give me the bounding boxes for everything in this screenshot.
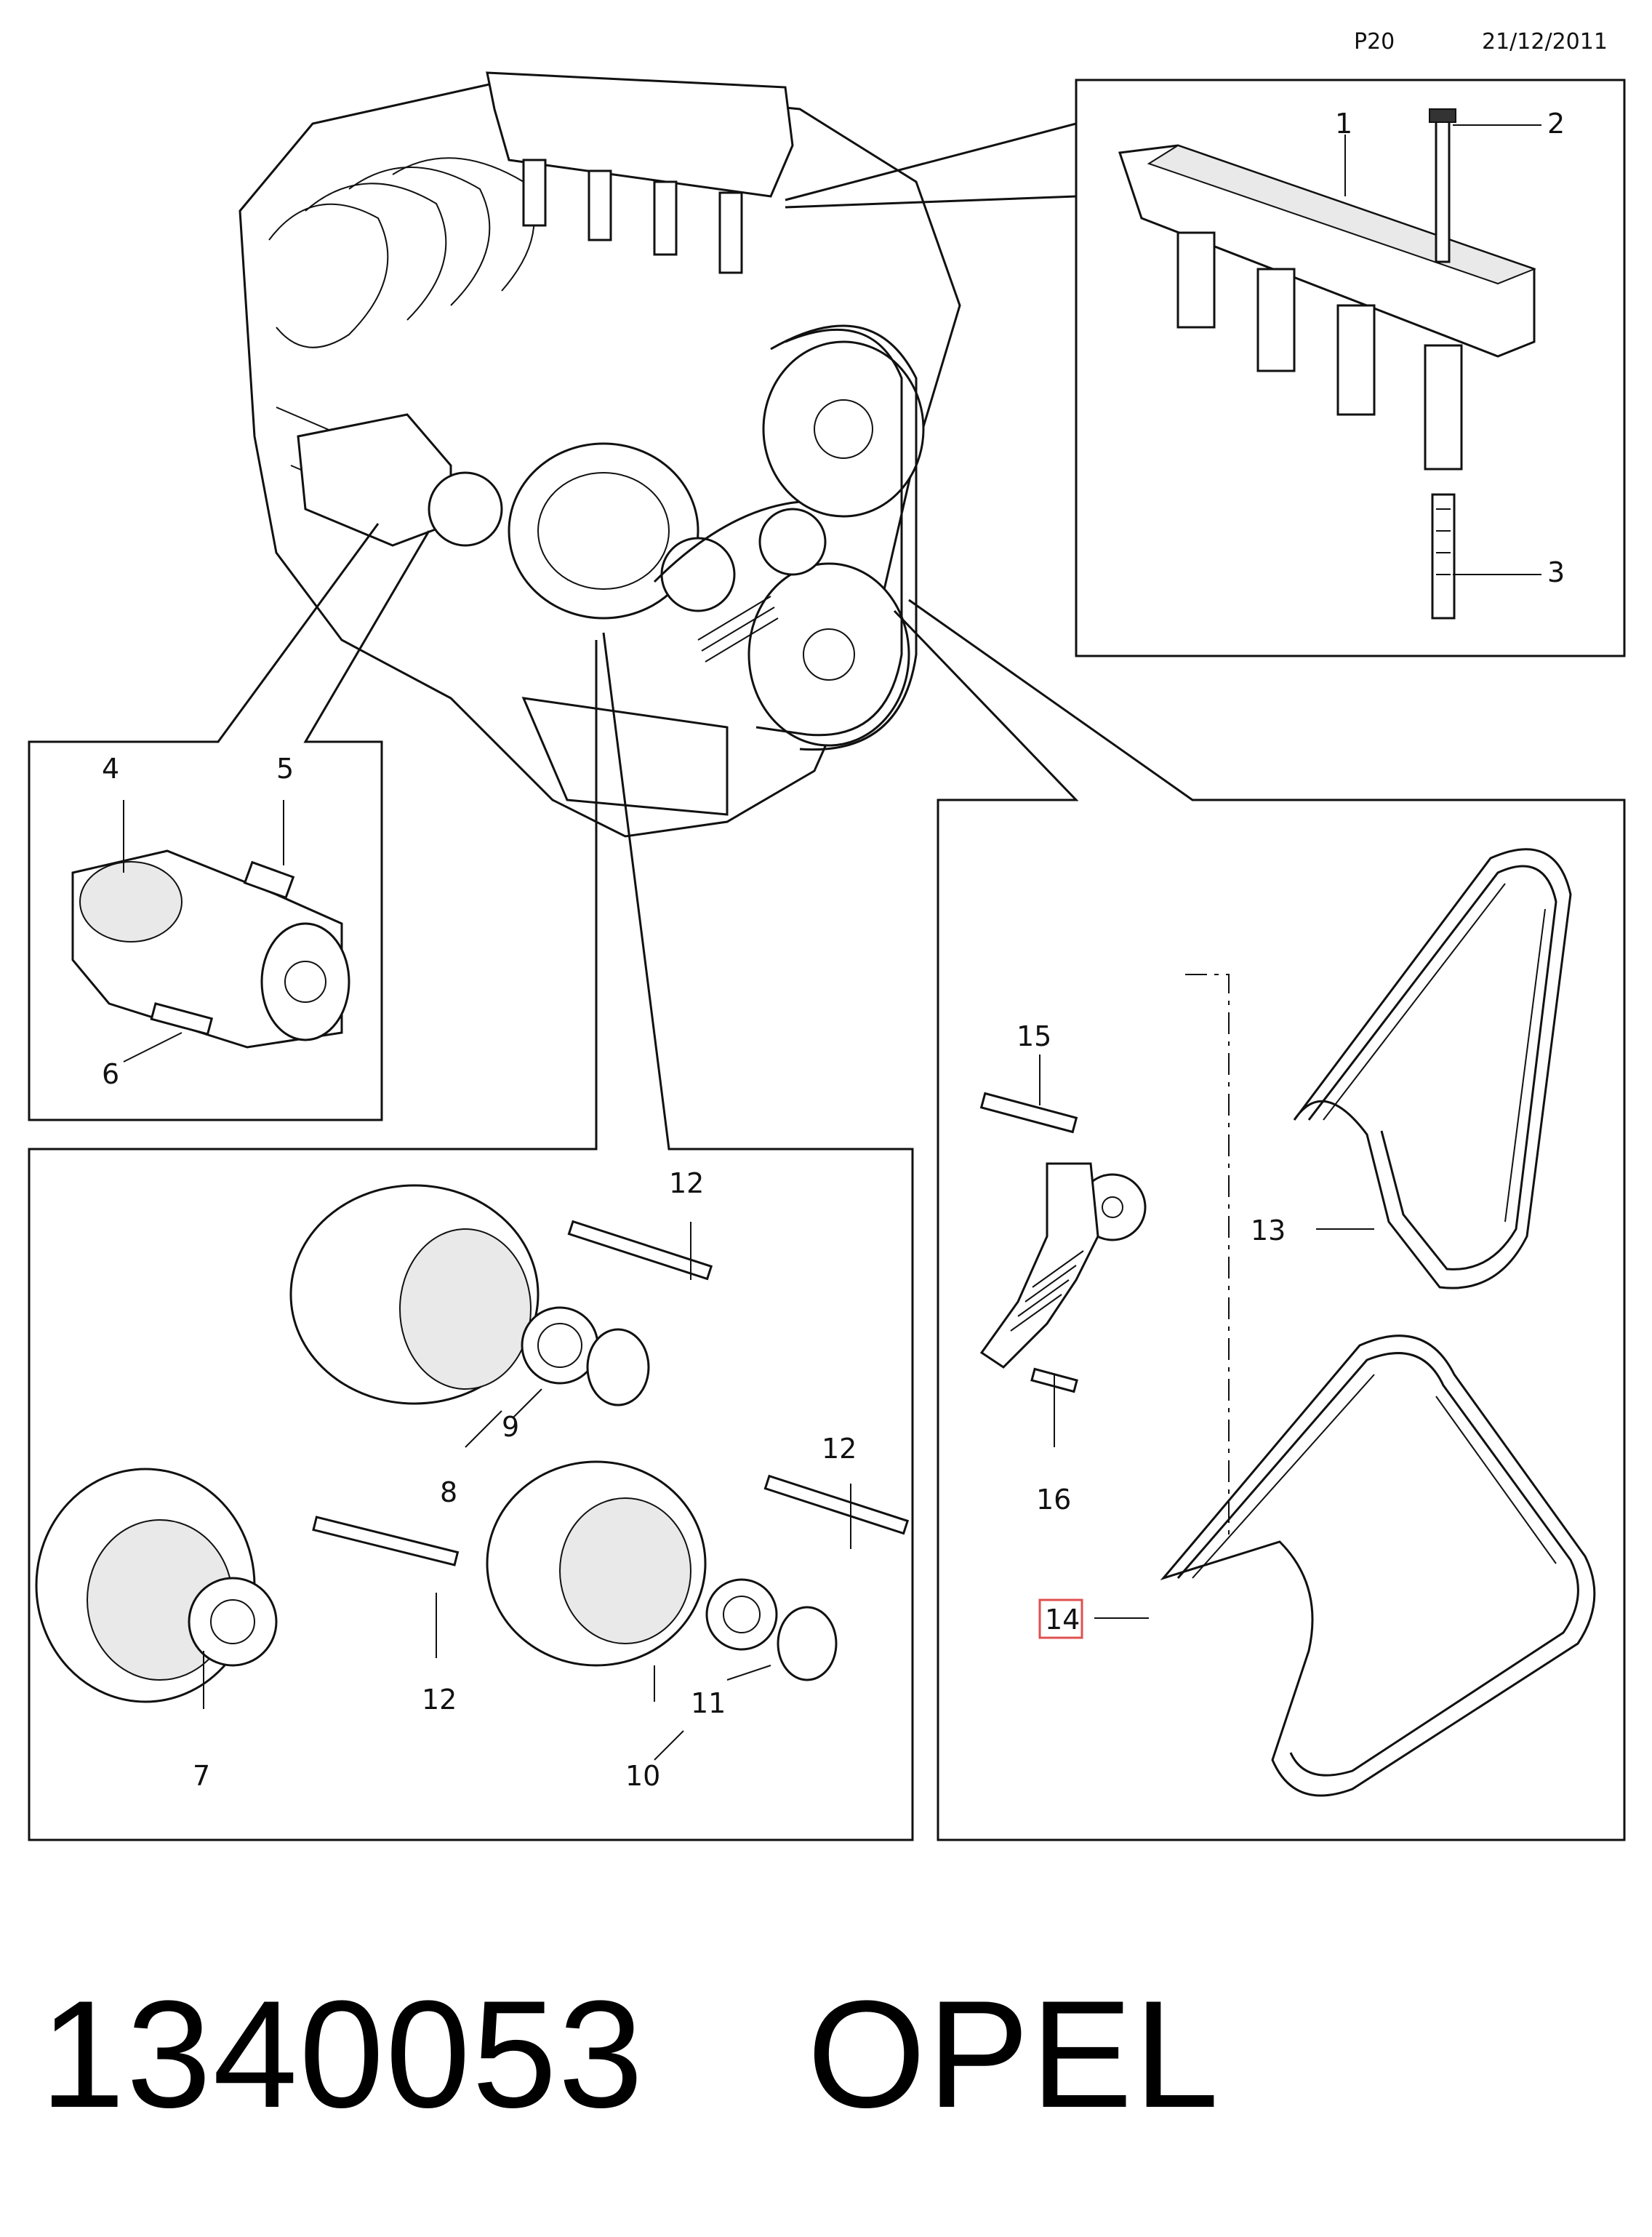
page-date: 21/12/2011 xyxy=(1482,29,1608,55)
callout-2: 2 xyxy=(1547,108,1565,140)
brand-name: OPEL xyxy=(807,1969,1221,2140)
callout-12-top: 12 xyxy=(669,1167,704,1199)
starter-motor-illustration xyxy=(71,849,350,1049)
callout-10: 10 xyxy=(625,1760,660,1792)
alternator-b-illustration xyxy=(35,1468,460,1703)
callout-14: 14 xyxy=(1045,1604,1080,1636)
callout-13: 13 xyxy=(1251,1214,1286,1246)
callout-12-right: 12 xyxy=(822,1433,857,1465)
alternator-a-illustration xyxy=(289,1184,713,1406)
callout-12-bottom: 12 xyxy=(422,1684,457,1716)
callout-4: 4 xyxy=(102,753,119,785)
callout-16: 16 xyxy=(1036,1484,1071,1516)
callout-8: 8 xyxy=(440,1476,457,1508)
ignition-coil-illustration xyxy=(1118,108,1536,620)
callout-14-highlight-box xyxy=(1038,1598,1083,1639)
callout-5: 5 xyxy=(276,753,294,785)
callout-11: 11 xyxy=(691,1687,726,1719)
callout-9: 9 xyxy=(502,1411,519,1443)
callout-6: 6 xyxy=(102,1058,119,1090)
belt-lower-illustration xyxy=(1160,1334,1596,1797)
part-number: 1340053 xyxy=(40,1969,645,2140)
ignition-coil-panel xyxy=(1075,79,1626,657)
engine-assembly-illustration xyxy=(238,71,961,838)
page-code: P20 xyxy=(1354,29,1395,55)
belt-upper-illustration xyxy=(1293,848,1572,1289)
callout-3: 3 xyxy=(1547,556,1565,588)
tensioner-illustration xyxy=(979,1092,1147,1393)
callout-7: 7 xyxy=(193,1760,210,1792)
callout-1: 1 xyxy=(1335,108,1352,140)
alternator-c-illustration xyxy=(486,1460,910,1681)
callout-15: 15 xyxy=(1017,1020,1051,1052)
